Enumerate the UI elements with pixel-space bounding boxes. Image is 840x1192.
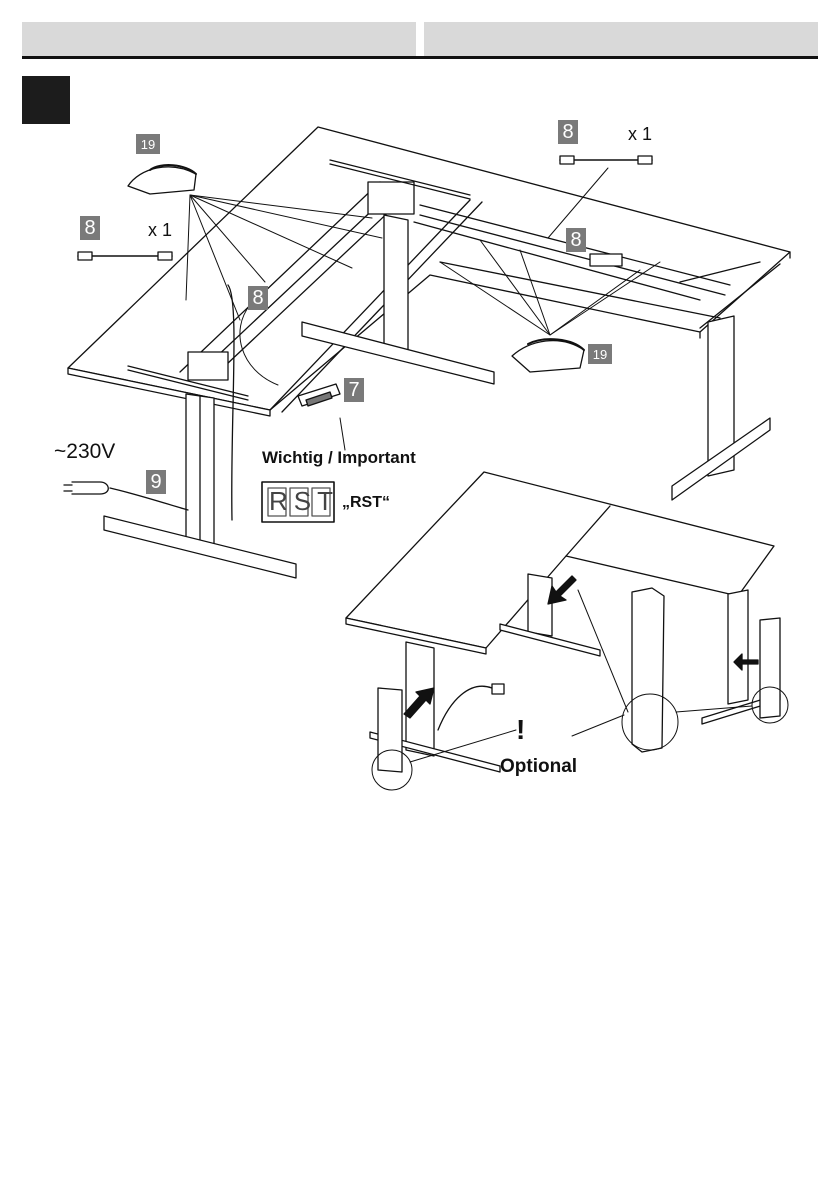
callout-part-8-center: 8 [248,286,268,310]
optional-label: Optional [500,756,577,778]
power-plug-detail-icon [492,684,504,694]
optional-mark: ! [516,714,525,746]
voltage-label: ~230V [54,440,115,464]
power-cable-detail [438,686,492,730]
qty-label-top: x 1 [628,124,652,145]
callout-part-19-right: 19 [588,344,612,364]
callout-part-19-left: 19 [136,134,160,154]
callout-part-8-right: 8 [566,228,586,252]
power-plug-icon [64,482,188,510]
callout-part-8-top: 8 [558,120,578,144]
callout-part-8-left: 8 [80,216,100,240]
display-quote-label: „RST“ [342,494,390,512]
display-digits: RST [269,486,339,517]
desk-top-lower [346,472,774,654]
callout-part-9: 9 [146,470,166,494]
qty-label-left: x 1 [148,220,172,241]
important-label: Wichtig / Important [262,448,416,468]
control-panel [298,384,340,406]
callout-part-7: 7 [344,378,364,402]
